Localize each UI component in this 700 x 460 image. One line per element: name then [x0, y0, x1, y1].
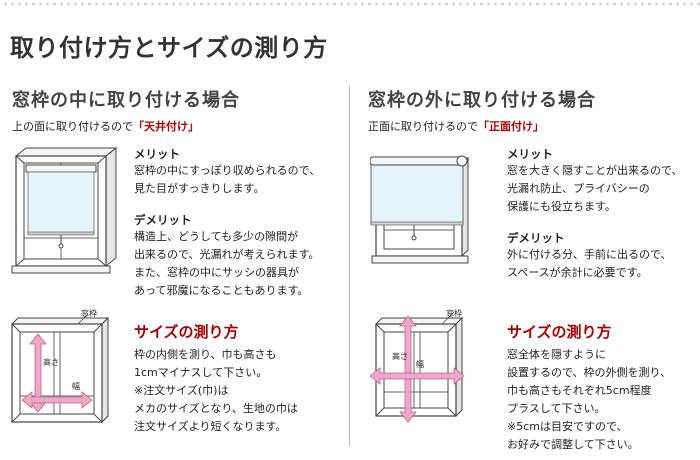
inside-mount-type: 「天井付け」	[133, 120, 199, 133]
inside-mount-section: 窓枠の中に取り付ける場合 上の面に取り付けるので「天井付け」 メリット 窓枠の中…	[8, 90, 321, 433]
inside-demerit-text: 構造上、どうしても多少の隙間が 出来るので、光漏れが考えられます。 また、窓枠の…	[134, 230, 320, 297]
outside-measure-illustration	[370, 310, 470, 426]
outside-width-label: 幅	[416, 360, 424, 369]
outside-height-label: 高さ	[392, 352, 408, 361]
outside-mount-subtitle: 正面に取り付けるので「正面付け」	[368, 118, 544, 134]
outside-measure-heading: サイズの測り方	[507, 323, 612, 341]
outside-demerit-label: デメリット	[507, 231, 565, 245]
inside-measure-text: 枠の内側を測り、巾も高さも 1cmマイナスして下さい。 ※注文サイズ(巾)は メ…	[134, 348, 298, 433]
inside-mount-heading: 窓枠の中に取り付ける場合	[12, 90, 240, 111]
page-title: 取り付け方とサイズの測り方	[10, 34, 328, 62]
outside-merit-label: メリット	[507, 147, 553, 161]
inside-merit-text: 窓枠の中にすっぽり収められるので、 見た目がすっきりします。	[134, 164, 321, 195]
inside-measure-illustration	[8, 310, 112, 430]
inside-height-label: 高さ	[43, 358, 59, 367]
inside-merit-label: メリット	[134, 147, 180, 161]
outside-mount-section: 窓枠の外に取り付ける場合 正面に取り付けるので「正面付け」 メリット 窓を大きく…	[360, 0, 700, 460]
outside-mount-heading: 窓枠の外に取り付ける場合	[368, 90, 596, 111]
inside-mount-subtitle-text: 上の面に取り付けるので	[12, 120, 133, 133]
outside-measure-text: 窓全体を隠すように 設置するので、枠の外側を測り、 巾も高さもそれぞれ5cm程度…	[507, 348, 672, 451]
inside-demerit-label: デメリット	[134, 213, 192, 227]
outside-mount-illustration	[370, 150, 474, 268]
outside-merit-text: 窓を大きく隠すことが出来るので、 光漏れ防止、プライバシーの 保護にも役立ちます…	[507, 164, 683, 213]
outside-demerit-text: 外に付ける分、手前に出るので、 スペースが余計に必要です。	[507, 248, 672, 279]
column-divider	[349, 86, 350, 446]
inside-mount-subtitle: 上の面に取り付けるので「天井付け」	[12, 118, 199, 134]
outside-mount-type: 「正面付け」	[478, 120, 544, 133]
outside-mount-subtitle-text: 正面に取り付けるので	[368, 120, 478, 133]
inside-width-label: 幅	[72, 382, 80, 391]
dotted-top-border	[0, 0, 700, 8]
inside-frame-label: 窓枠	[81, 309, 97, 318]
inside-mount-illustration	[10, 146, 122, 278]
inside-measure-heading: サイズの測り方	[134, 323, 239, 341]
outside-frame-label: 窓枠	[446, 309, 462, 318]
